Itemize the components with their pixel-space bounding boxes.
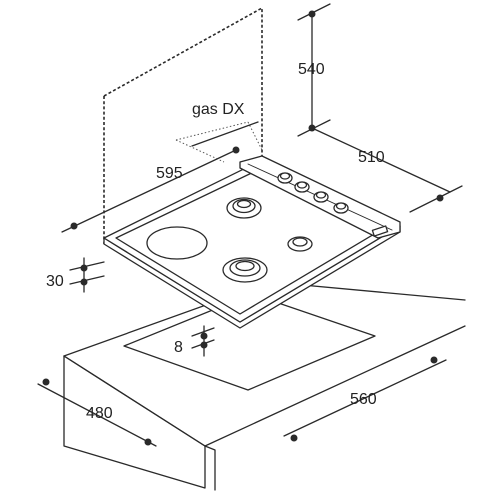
label-gas-dx: gas DX — [192, 101, 245, 118]
label-595: 595 — [156, 165, 183, 182]
gas-inlet-leader — [175, 121, 263, 163]
label-560: 560 — [350, 391, 377, 408]
worktop-cutout — [123, 293, 376, 391]
gas-burner-large — [222, 257, 268, 283]
worktop — [63, 281, 466, 491]
dimension-8 — [191, 325, 215, 357]
label-480: 480 — [86, 405, 113, 422]
dimension-560 — [283, 356, 447, 442]
dimension-30 — [69, 257, 105, 293]
hob — [103, 155, 401, 329]
control-knob — [313, 191, 329, 203]
control-knob — [294, 181, 310, 193]
control-knob — [333, 202, 349, 214]
label-540: 540 — [298, 61, 325, 78]
gas-burner-small — [287, 236, 313, 252]
control-knob — [277, 172, 293, 184]
dimension-510 — [311, 127, 463, 213]
electric-hotplate — [146, 226, 208, 260]
dimension-595 — [61, 121, 259, 233]
wall-clearance-outline — [103, 6, 263, 244]
igniter-switch — [371, 225, 389, 237]
gas-burner-medium — [226, 197, 262, 219]
label-510: 510 — [358, 149, 385, 166]
dimension-480 — [37, 378, 157, 447]
dimension-540 — [297, 3, 331, 137]
label-8: 8 — [174, 339, 183, 356]
label-30: 30 — [46, 273, 64, 290]
